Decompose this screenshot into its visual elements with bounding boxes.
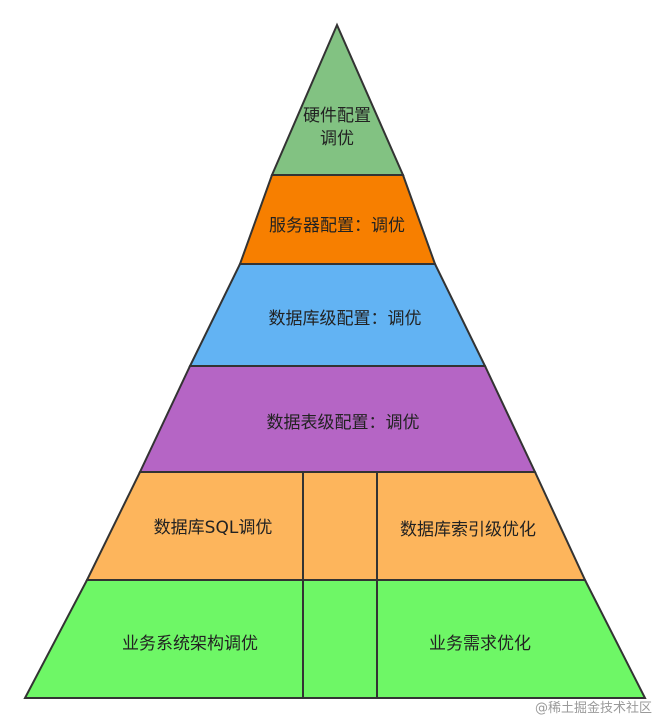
layer-server-config-label: 服务器配置：调优 [269,216,405,236]
layer-hardware-config-label-2: 调优 [320,129,354,149]
layer-table-config-label: 数据表级配置：调优 [267,413,420,433]
layer-architecture-tuning-label: 业务系统架构调优 [122,634,258,654]
layer-requirement-optimization-label: 业务需求优化 [429,634,531,654]
layer-sql-tuning-label: 数据库SQL调优 [154,518,273,538]
layer-database-config-label: 数据库级配置：调优 [269,309,422,329]
layer-business [23,579,647,699]
layer-hardware-config-label-1: 硬件配置 [303,106,371,126]
layer-hardware-config [270,22,405,176]
watermark: @稀土掘金技术社区 [534,701,652,716]
layer-index-optimization-label: 数据库索引级优化 [400,520,536,540]
